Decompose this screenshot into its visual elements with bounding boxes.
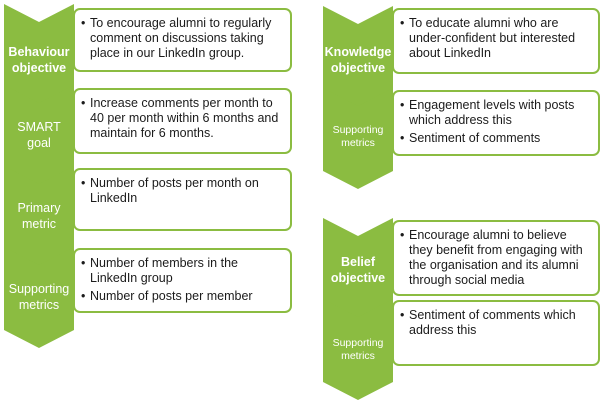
chevron-shape-icon xyxy=(323,6,393,107)
smart-goal-box: Increase comments per month to 40 per mo… xyxy=(73,88,292,154)
bullet-item: Number of posts per month on LinkedIn xyxy=(81,176,284,206)
bullet-item: Number of members in the LinkedIn group xyxy=(81,256,284,286)
bullet-list: To educate alumni who are under-confiden… xyxy=(400,16,592,61)
belief-supporting-metrics-box: Sentiment of comments which address this xyxy=(392,300,600,366)
bullet-list: Encourage alumni to believe they benefit… xyxy=(400,228,592,288)
bullet-item: Sentiment of comments which address this xyxy=(400,308,592,338)
chevron-label: Supporting metrics xyxy=(332,124,384,150)
bullet-item: Number of posts per member xyxy=(81,289,284,304)
bullet-item: Sentiment of comments xyxy=(400,131,592,146)
supporting-metrics-box: Number of members in the LinkedIn group … xyxy=(73,248,292,313)
bullet-list: Sentiment of comments which address this xyxy=(400,308,592,338)
chevron-label: Supporting metrics xyxy=(332,337,384,363)
belief-objective-box: Encourage alumni to believe they benefit… xyxy=(392,220,600,296)
behaviour-objective-box: To encourage alumni to regularly comment… xyxy=(73,8,292,72)
primary-metric-box: Number of posts per month on LinkedIn xyxy=(73,168,292,231)
chevron-smart-goal: SMART goal xyxy=(4,85,74,186)
chevron-label: Primary metric xyxy=(17,201,61,231)
chevron-knowledge-supporting-metrics: Supporting metrics xyxy=(323,88,393,189)
knowledge-objective-box: To educate alumni who are under-confiden… xyxy=(392,8,600,74)
bullet-list: Number of posts per month on LinkedIn xyxy=(81,176,284,206)
chevron-shape-icon xyxy=(4,166,74,267)
chevron-shape-icon xyxy=(4,4,74,105)
bullet-list: Number of members in the LinkedIn group … xyxy=(81,256,284,304)
chevron-shape-icon xyxy=(323,88,393,189)
bullet-item: To educate alumni who are under-confiden… xyxy=(400,16,592,61)
chevron-shape-icon xyxy=(323,218,393,319)
chevron-label: Supporting metrics xyxy=(8,282,70,312)
chevron-belief-supporting-metrics: Supporting metrics xyxy=(323,299,393,400)
chevron-primary-metric: Primary metric xyxy=(4,166,74,267)
knowledge-supporting-metrics-box: Engagement levels with posts which addre… xyxy=(392,90,600,156)
chevron-label: Knowledge objective xyxy=(324,45,392,75)
bullet-item: Increase comments per month to 40 per mo… xyxy=(81,96,284,141)
bullet-list: To encourage alumni to regularly comment… xyxy=(81,16,284,61)
chevron-label: SMART goal xyxy=(17,120,61,150)
bullet-item: Engagement levels with posts which addre… xyxy=(400,98,592,128)
bullet-list: Increase comments per month to 40 per mo… xyxy=(81,96,284,141)
chevron-label: Belief objective xyxy=(330,255,386,285)
chevron-shape-icon xyxy=(323,299,393,400)
bullet-list: Engagement levels with posts which addre… xyxy=(400,98,592,146)
chevron-shape-icon xyxy=(4,85,74,186)
chevron-supporting-metrics: Supporting metrics xyxy=(4,247,74,348)
bullet-item: Encourage alumni to believe they benefit… xyxy=(400,228,592,288)
chevron-behaviour-objective: Behaviour objective xyxy=(4,4,74,105)
chevron-belief-objective: Belief objective xyxy=(323,218,393,319)
chevron-label: Behaviour objective xyxy=(8,45,70,75)
chevron-shape-icon xyxy=(4,247,74,348)
chevron-knowledge-objective: Knowledge objective xyxy=(323,6,393,107)
bullet-item: To encourage alumni to regularly comment… xyxy=(81,16,284,61)
